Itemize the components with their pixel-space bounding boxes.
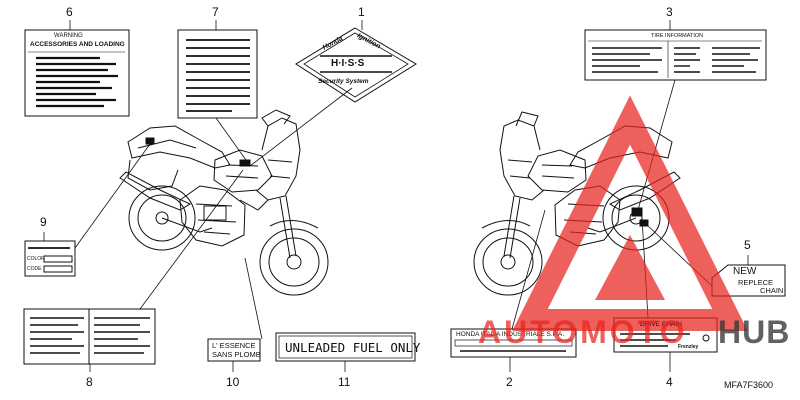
essence-line2: SANS PLOMB	[212, 350, 261, 359]
code-label: CODE	[27, 266, 42, 272]
honda-italia-text: HONDA ITALIA INDUSTRIALE S.P.A.	[456, 331, 565, 338]
label-10-essence	[207, 338, 261, 362]
callout-10: 10	[226, 375, 240, 389]
new-word: NEW	[733, 266, 757, 277]
label-11-unleaded	[275, 332, 416, 362]
callout-5: 5	[744, 238, 751, 252]
callout-1: 1	[358, 5, 365, 19]
leader-lines	[43, 20, 749, 372]
watermark-text-right: HUB	[718, 314, 791, 350]
label-1-hiss-diamond	[295, 27, 417, 103]
chain-brand: Frenzley	[678, 344, 699, 350]
hiss-system: Security System	[318, 78, 369, 85]
drive-chain-text: DRIVE CHAIN	[640, 321, 682, 328]
label-6-warning	[24, 29, 130, 117]
label-7	[177, 29, 258, 119]
tire-title: TIRE INFORMATION	[651, 33, 704, 39]
callout-2: 2	[506, 375, 513, 389]
callout-8: 8	[86, 375, 93, 389]
part-code: MFA7F3600	[724, 380, 774, 390]
callout-4: 4	[666, 375, 673, 389]
callout-3: 3	[666, 5, 673, 19]
callout-9: 9	[40, 215, 47, 229]
replace-word: REPLECE	[738, 278, 774, 287]
hiss-code: H·I·S·S	[331, 58, 365, 69]
label-3-tire-info	[584, 29, 767, 81]
label-8	[23, 308, 156, 365]
left-motorcycle	[119, 109, 329, 296]
warning-subtitle: ACCESSORIES AND LOADING	[30, 41, 125, 48]
watermark-logo	[512, 95, 748, 331]
essence-line1: L' ESSENCE	[212, 341, 256, 350]
chain-word: CHAIN	[760, 286, 784, 295]
callout-7: 7	[212, 5, 219, 19]
unleaded-text: UNLEADED FUEL ONLY	[285, 340, 421, 355]
callout-6: 6	[66, 5, 73, 19]
color-label: COLOR	[27, 256, 45, 262]
label-9-color-code	[24, 240, 76, 277]
watermark-text-left: AUTOMOTO	[478, 314, 688, 350]
callout-11: 11	[338, 375, 351, 389]
warning-title: WARNING	[54, 33, 83, 39]
